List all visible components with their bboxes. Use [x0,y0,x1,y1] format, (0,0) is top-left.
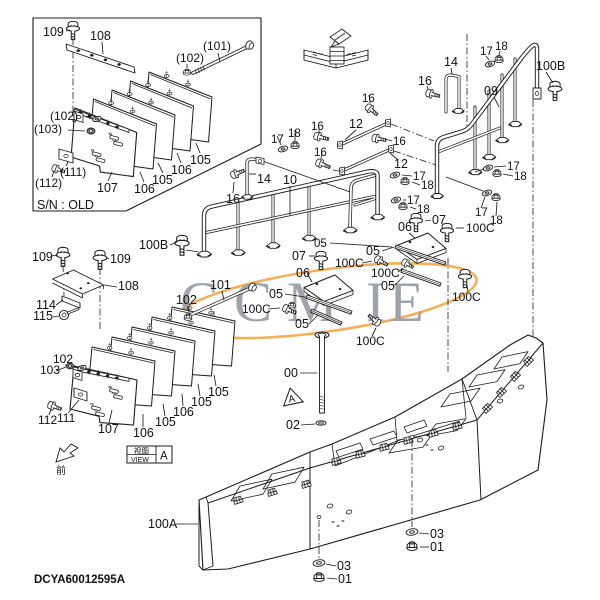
svg-text:109: 109 [43,25,64,39]
svg-text:105: 105 [155,415,176,429]
svg-text:(112): (112) [35,176,62,190]
svg-text:109: 109 [32,250,53,264]
svg-text:10: 10 [283,173,297,187]
svg-text:107: 107 [97,181,118,195]
svg-text:05: 05 [366,244,380,258]
svg-text:106: 106 [133,426,154,440]
svg-text:02: 02 [286,418,300,432]
svg-text:17: 17 [475,207,488,219]
svg-text:18: 18 [417,204,430,216]
svg-text:(103): (103) [34,122,62,136]
svg-text:00: 00 [284,366,298,380]
svg-text:101: 101 [210,278,231,292]
svg-text:100C: 100C [356,334,385,348]
svg-text:06: 06 [398,220,412,234]
svg-text:DCYA60012595A: DCYA60012595A [34,574,125,586]
svg-text:(111): (111) [60,165,86,179]
svg-text:16: 16 [362,93,375,105]
svg-text:18: 18 [514,171,527,183]
svg-text:05: 05 [295,317,309,331]
svg-text:14: 14 [257,172,271,186]
svg-text:A: A [287,393,296,405]
svg-text:100C: 100C [466,221,495,235]
svg-text:100B: 100B [139,238,168,252]
svg-text:05: 05 [269,287,283,301]
svg-text:100C: 100C [335,256,364,270]
svg-text:03: 03 [430,527,444,541]
svg-text:01: 01 [430,540,444,554]
svg-text:16: 16 [226,192,240,206]
svg-text:05: 05 [314,238,327,250]
svg-text:100C: 100C [371,266,400,280]
svg-text:100C: 100C [242,302,271,316]
svg-text:105: 105 [208,385,229,399]
svg-text:06: 06 [296,266,310,280]
svg-text:114: 114 [36,298,56,312]
svg-text:111: 111 [57,411,76,425]
svg-text:17: 17 [407,195,420,207]
svg-text:C: C [234,271,272,334]
svg-text:A: A [160,451,168,463]
svg-text:18: 18 [421,180,434,192]
svg-text:05: 05 [381,279,395,293]
svg-text:17: 17 [413,171,426,183]
svg-text:(102): (102) [176,51,204,65]
svg-text:前: 前 [56,464,66,477]
svg-text:(102): (102) [50,109,78,123]
svg-text:16: 16 [393,136,406,148]
svg-text:14: 14 [444,55,458,69]
svg-text:18: 18 [490,215,503,227]
svg-text:16: 16 [314,147,327,159]
svg-text:112: 112 [38,413,57,427]
svg-text:VIEW: VIEW [131,457,149,464]
svg-text:106: 106 [171,163,192,177]
svg-text:12: 12 [394,157,408,171]
svg-text:S/N : OLD: S/N : OLD [37,198,94,212]
svg-text:18: 18 [288,128,301,140]
svg-text:109: 109 [110,252,131,266]
svg-text:100B: 100B [536,59,565,73]
svg-text:09: 09 [484,84,498,98]
svg-text:107: 107 [98,422,119,436]
svg-text:视图: 视图 [134,446,149,456]
svg-text:(101): (101) [203,39,231,53]
svg-text:108: 108 [118,279,139,293]
svg-text:102: 102 [53,352,73,366]
svg-text:17: 17 [507,161,520,173]
svg-text:108: 108 [90,29,111,43]
svg-text:115: 115 [33,309,53,323]
svg-text:03: 03 [337,559,351,573]
svg-text:16: 16 [418,74,432,88]
svg-text:100A: 100A [148,517,178,531]
svg-text:102: 102 [176,293,197,307]
svg-text:07: 07 [432,213,446,227]
svg-text:07: 07 [292,249,306,263]
svg-text:100C: 100C [452,290,481,304]
svg-text:105: 105 [191,395,212,409]
svg-text:17: 17 [271,134,284,146]
svg-text:12: 12 [349,117,363,131]
svg-text:105: 105 [190,153,211,167]
svg-text:18: 18 [495,41,508,53]
svg-text:17: 17 [480,46,493,58]
svg-text:105: 105 [152,173,173,187]
svg-text:106: 106 [134,182,155,196]
svg-text:01: 01 [338,572,352,586]
svg-text:16: 16 [311,121,324,133]
svg-text:E: E [389,271,424,334]
svg-text:103: 103 [40,363,60,377]
svg-text:106: 106 [173,405,194,419]
